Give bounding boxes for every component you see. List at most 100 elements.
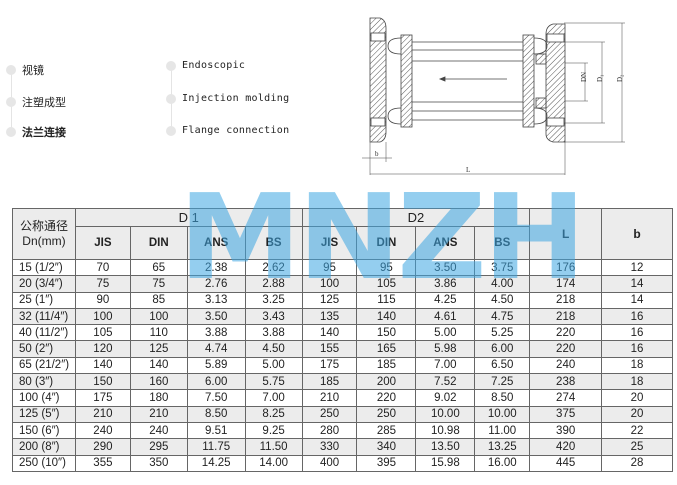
sub-header: JIS <box>301 226 358 260</box>
dn-cell: 50 (2″) <box>12 340 76 358</box>
value-cell: 5.98 <box>415 340 476 358</box>
value-cell: 120 <box>74 340 131 358</box>
value-cell: 110 <box>129 324 188 342</box>
value-cell: 210 <box>301 389 358 407</box>
value-cell: 2.76 <box>186 275 246 293</box>
value-cell: 420 <box>529 438 603 456</box>
value-cell: 9.51 <box>186 421 246 440</box>
dn-cell: 250 (10″) <box>12 454 76 472</box>
value-cell: 400 <box>301 454 358 472</box>
value-cell: 4.61 <box>415 307 476 326</box>
value-cell: 135 <box>301 307 358 326</box>
value-cell: 85 <box>129 291 188 309</box>
dn-cell: 25 (1″) <box>12 291 76 309</box>
value-cell: 9.25 <box>244 421 303 440</box>
value-cell: 395 <box>356 454 417 472</box>
value-cell: 220 <box>356 389 417 407</box>
value-cell: 13.50 <box>415 438 476 456</box>
value-cell: 7.50 <box>186 389 246 407</box>
value-cell: 6.00 <box>186 373 246 391</box>
value-cell: 5.75 <box>244 373 303 391</box>
value-cell: 6.50 <box>474 356 531 375</box>
value-cell: 175 <box>301 356 358 375</box>
value-cell: 3.88 <box>186 324 246 342</box>
value-cell: 240 <box>529 356 603 375</box>
value-cell: 210 <box>74 405 131 423</box>
value-cell: 174 <box>529 275 603 293</box>
value-cell: 4.25 <box>415 291 476 309</box>
l-header: L <box>529 208 603 260</box>
value-cell: 8.50 <box>186 405 246 423</box>
value-cell: 10.00 <box>415 405 476 423</box>
value-cell: 115 <box>356 291 417 309</box>
value-cell: 238 <box>529 373 603 391</box>
bullet-icon <box>6 127 16 137</box>
value-cell: 3.50 <box>415 258 476 277</box>
value-cell: 95 <box>301 258 358 277</box>
value-cell: 218 <box>529 307 603 326</box>
value-cell: 150 <box>356 324 417 342</box>
value-cell: 200 <box>356 373 417 391</box>
value-cell: 240 <box>74 421 131 440</box>
value-cell: 3.75 <box>474 258 531 277</box>
value-cell: 11.50 <box>244 438 303 456</box>
value-cell: 350 <box>129 454 188 472</box>
value-cell: 4.50 <box>244 340 303 358</box>
value-cell: 140 <box>301 324 358 342</box>
value-cell: 13.25 <box>474 438 531 456</box>
value-cell: 330 <box>301 438 358 456</box>
value-cell: 220 <box>529 324 603 342</box>
value-cell: 210 <box>129 405 188 423</box>
value-cell: 11.00 <box>474 421 531 440</box>
dn-cell: 40 (11/2″) <box>12 324 76 342</box>
value-cell: 105 <box>74 324 131 342</box>
dn-cell: 150 (6″) <box>12 421 76 440</box>
value-cell: 18 <box>601 356 673 375</box>
value-cell: 70 <box>74 258 131 277</box>
value-cell: 14 <box>601 291 673 309</box>
value-cell: 105 <box>356 275 417 293</box>
bullet-icon <box>6 65 16 75</box>
value-cell: 240 <box>129 421 188 440</box>
sub-header: DIN <box>356 226 417 260</box>
value-cell: 3.13 <box>186 291 246 309</box>
sub-header: ANS <box>415 226 476 260</box>
bullet-icon <box>166 125 176 136</box>
bullet-icon <box>166 93 176 104</box>
value-cell: 7.25 <box>474 373 531 391</box>
sub-header: ANS <box>186 226 246 260</box>
value-cell: 4.74 <box>186 340 246 358</box>
value-cell: 185 <box>301 373 358 391</box>
value-cell: 140 <box>356 307 417 326</box>
value-cell: 65 <box>129 258 188 277</box>
value-cell: 8.25 <box>244 405 303 423</box>
value-cell: 90 <box>74 291 131 309</box>
value-cell: 3.86 <box>415 275 476 293</box>
value-cell: 16.00 <box>474 454 531 472</box>
value-cell: 2.62 <box>244 258 303 277</box>
value-cell: 3.50 <box>186 307 246 326</box>
value-cell: 4.75 <box>474 307 531 326</box>
value-cell: 340 <box>356 438 417 456</box>
value-cell: 155 <box>301 340 358 358</box>
value-cell: 6.00 <box>474 340 531 358</box>
value-cell: 285 <box>356 421 417 440</box>
value-cell: 150 <box>74 373 131 391</box>
value-cell: 25 <box>601 438 673 456</box>
value-cell: 125 <box>129 340 188 358</box>
d1-label: D₁ <box>596 75 604 83</box>
value-cell: 16 <box>601 324 673 342</box>
value-cell: 125 <box>301 291 358 309</box>
b-label: b <box>375 150 379 158</box>
dn-cell: 32 (11/4″) <box>12 307 76 326</box>
value-cell: 10.98 <box>415 421 476 440</box>
value-cell: 176 <box>529 258 603 277</box>
value-cell: 11.75 <box>186 438 246 456</box>
